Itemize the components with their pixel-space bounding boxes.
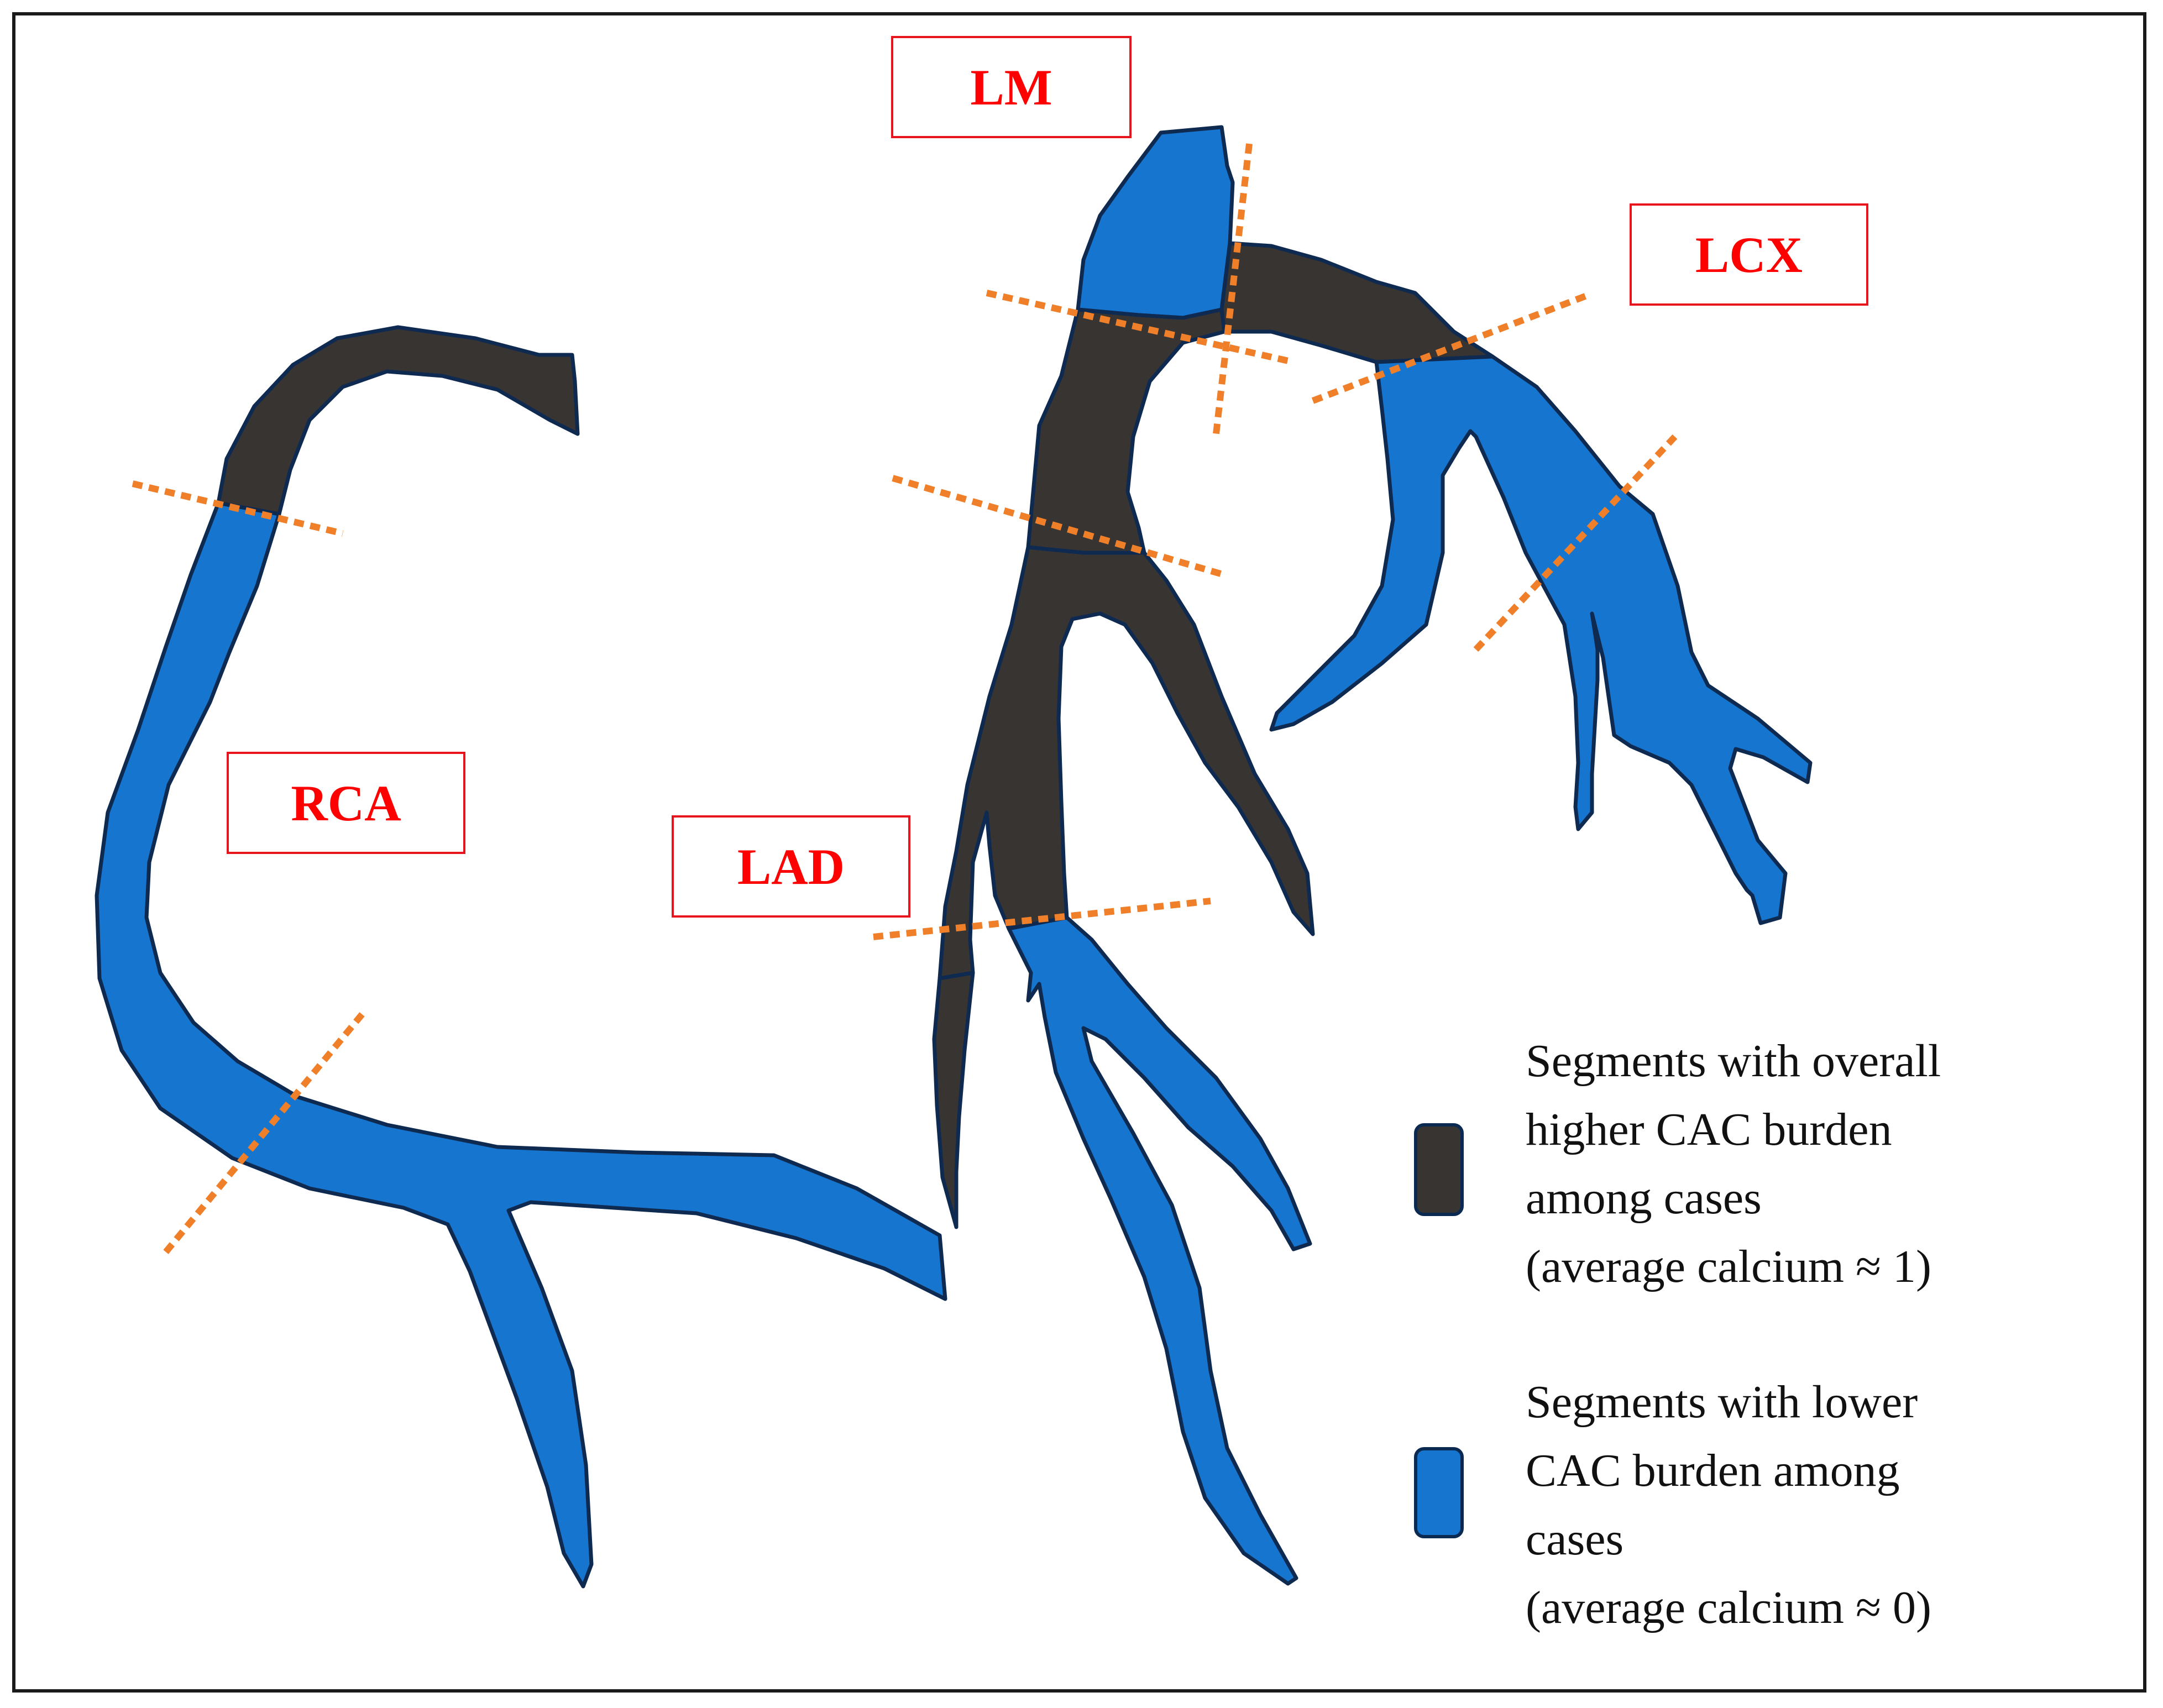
lad-mid-segment (938, 545, 1315, 981)
divider-lm-lad (986, 290, 1295, 365)
legend-swatch-higher (1414, 1123, 1464, 1216)
lcx-distal-segment (1269, 354, 1813, 925)
label-rca: RCA (227, 752, 465, 854)
segment-dividers (132, 143, 1678, 1254)
lad-proximal-segment (1026, 307, 1227, 555)
divider-rca-distal (163, 1012, 365, 1254)
rca-mid-distal-segment (95, 501, 947, 1589)
lad-distal-segment (1007, 915, 1312, 1586)
lad-diagonal-stub (932, 971, 975, 1229)
lm-segment (1076, 125, 1235, 320)
divider-lad-distal (873, 898, 1211, 940)
rca-proximal-segment (216, 325, 580, 516)
divider-lad-mid (892, 475, 1225, 578)
label-lad: LAD (672, 815, 910, 918)
label-lm: LM (891, 36, 1132, 138)
legend-text-higher: Segments with overall higher CAC burden … (1526, 1035, 1941, 1292)
figure-frame (12, 12, 2146, 1693)
legend-text-lower: Segments with lower CAC burden among cas… (1526, 1376, 1932, 1633)
legend-swatch-lower (1414, 1447, 1464, 1538)
label-lcx: LCX (1630, 203, 1868, 306)
divider-rca-proximal (132, 480, 344, 537)
